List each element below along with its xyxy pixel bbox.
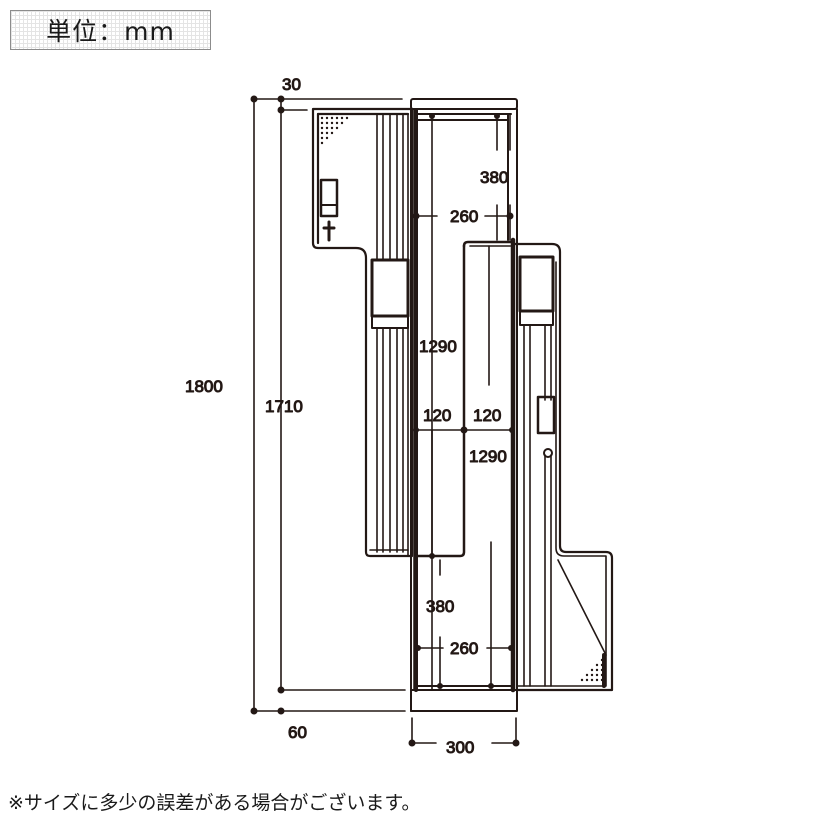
- stipple-top-left: [320, 116, 349, 145]
- right-device-bracket: [519, 310, 554, 326]
- dim-top-offset: 30: [282, 75, 301, 94]
- tolerance-note: ※サイズに多少の誤差がある場合がございます。: [8, 792, 421, 814]
- center-left-panel: [414, 244, 466, 558]
- left-cabinet-pipes: [369, 113, 409, 557]
- right-device-box: [518, 255, 555, 313]
- dim-bottom-offset: 60: [288, 723, 307, 742]
- unit-label-box: 単位：mm: [10, 10, 211, 50]
- lower-rail: [417, 541, 512, 687]
- upper-rail: [415, 113, 511, 691]
- dim-lower-rail-width: 260: [450, 639, 478, 658]
- dim-upper-rail-width: 260: [450, 207, 478, 226]
- dim-inner-height: 1710: [265, 397, 303, 416]
- dimension-dots-left: [250, 95, 285, 715]
- stipple-bottom-right: [580, 658, 604, 682]
- dim-lower-rail-height: 380: [426, 597, 454, 616]
- right-cabinet-pipes: [523, 324, 607, 687]
- right-control-unit: [536, 395, 556, 435]
- left-control-unit: [319, 178, 339, 218]
- dim-overall-height: 1800: [185, 377, 223, 396]
- unit-label: 単位：mm: [46, 17, 175, 46]
- left-cabinet: [311, 107, 414, 558]
- left-device-box: [370, 258, 410, 318]
- dim-left-panel-width: 120: [423, 406, 451, 425]
- dim-base-width: 300: [446, 738, 474, 757]
- dim-right-panel-height: 1290: [469, 447, 507, 466]
- dim-upper-rail-height: 380: [480, 168, 508, 187]
- right-cabinet: [513, 242, 614, 692]
- center-right-panel: [462, 237, 516, 693]
- dim-left-panel-height: 1290: [419, 337, 457, 356]
- left-device-bracket: [371, 315, 409, 329]
- dim-right-panel-width: 120: [473, 406, 501, 425]
